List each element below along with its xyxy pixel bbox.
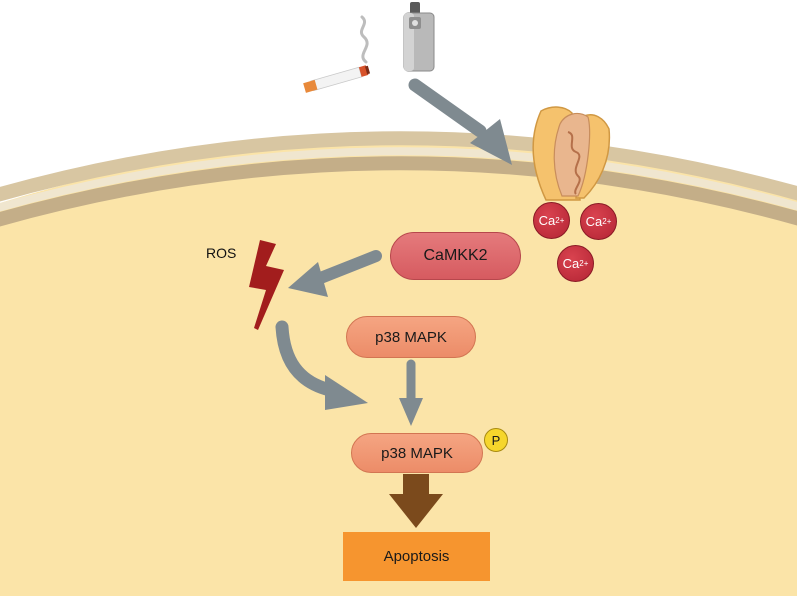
calcium-symbol: Ca: [538, 213, 556, 228]
membrane-middle-layer: [0, 147, 797, 212]
p38-activation-arrow: [399, 359, 423, 426]
calcium-charge: 2+: [555, 216, 565, 225]
calcium-charge: 2+: [602, 217, 612, 226]
calcium-symbol: Ca: [562, 256, 580, 271]
cigarette-icon: [303, 15, 371, 93]
apoptosis-box: Apoptosis: [343, 532, 490, 581]
membrane-inner-layer: [0, 156, 797, 227]
calcium-symbol: Ca: [585, 214, 603, 229]
camkk2-node: CaMKK2: [390, 232, 521, 280]
p38-mapk-node: p38 MAPK: [346, 316, 476, 358]
camkk2-to-ros-arrow: [288, 250, 382, 297]
lightning-bolt-icon: [249, 240, 284, 330]
e-cigarette-icon: [403, 2, 435, 72]
ros-label: ROS: [206, 245, 237, 261]
phospho-p38-mapk-node: p38 MAPK: [351, 433, 483, 473]
vapor-to-channel-arrow: [408, 78, 512, 165]
calcium-charge: 2+: [579, 259, 589, 268]
ros-to-p38-arrow: [275, 320, 368, 410]
phosphate-badge: P: [484, 428, 508, 452]
membrane-outer-layer: [0, 131, 797, 202]
ion-channel-icon: [532, 106, 611, 201]
apoptosis-arrow: [389, 474, 443, 528]
cytoplasm: [0, 140, 797, 596]
